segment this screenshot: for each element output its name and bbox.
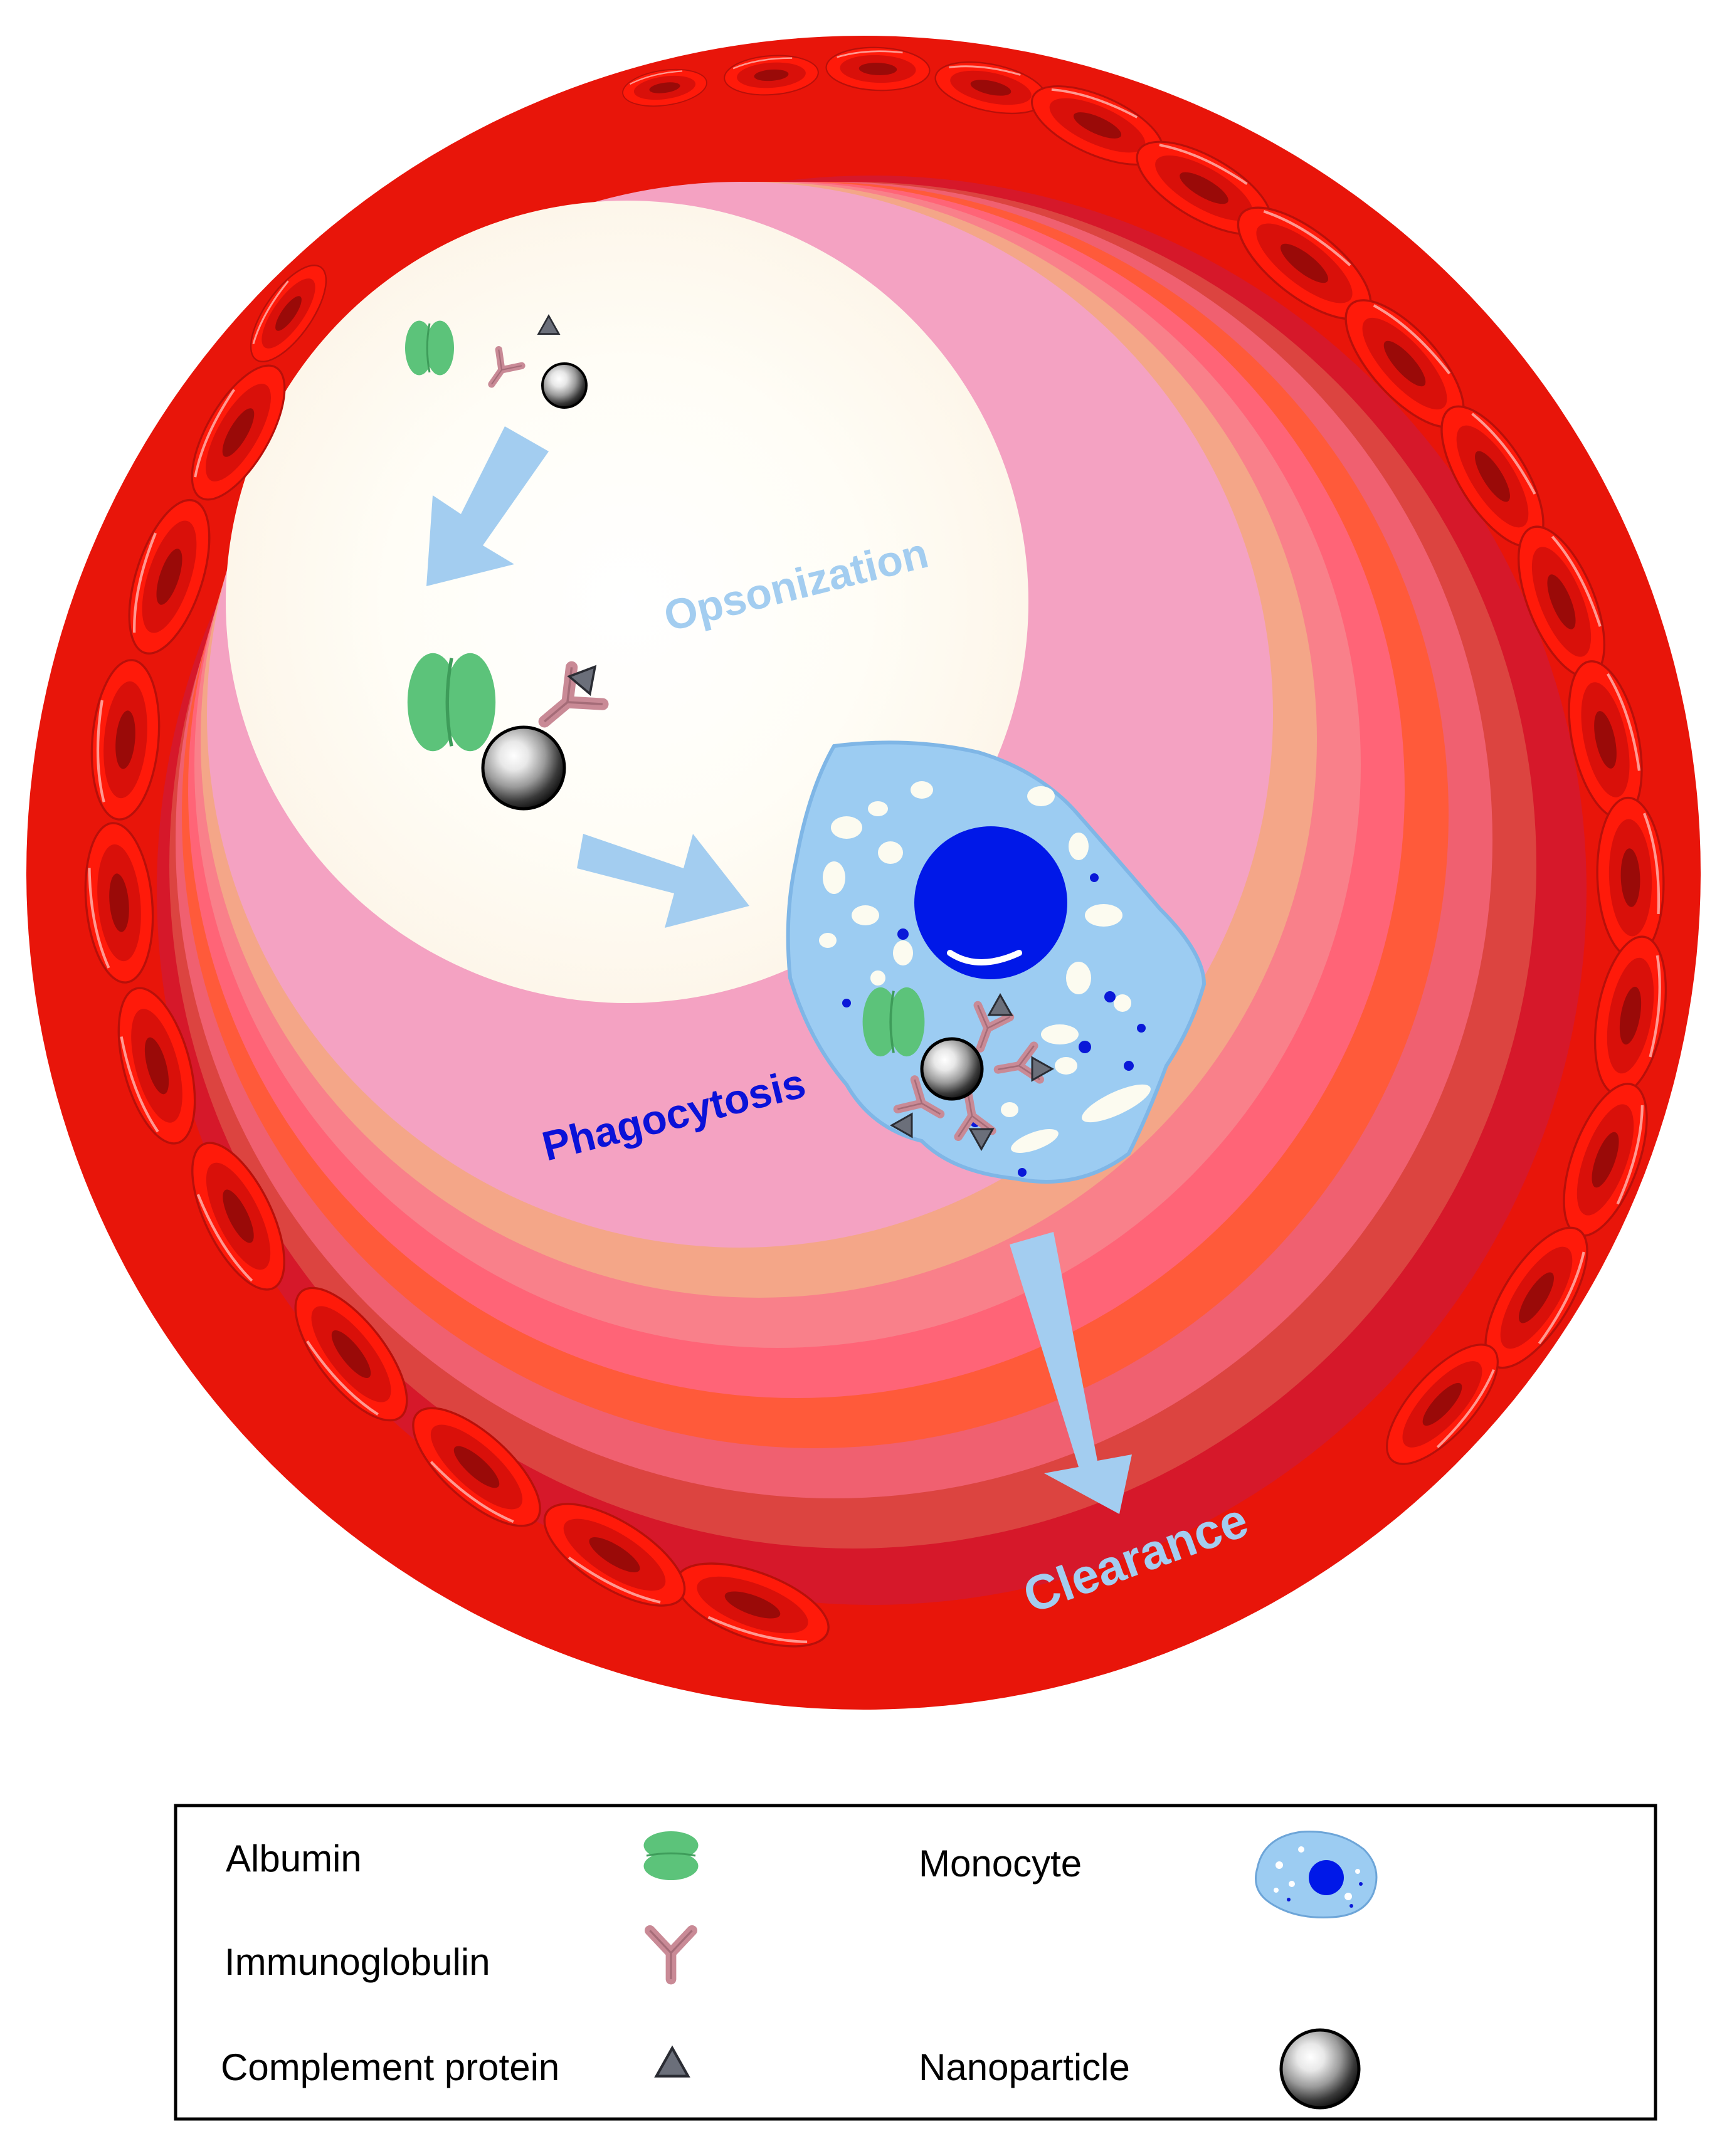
- nanoparticle-icon: [541, 362, 588, 409]
- albumin-icon: [408, 653, 495, 752]
- legend-label-immunoglobulin: Immunoglobulin: [224, 1941, 490, 1983]
- albumin-icon: [861, 986, 926, 1058]
- albumin-icon: [643, 1830, 699, 1881]
- albumin-icon: [404, 320, 455, 376]
- nanoparticle-icon: [1279, 2028, 1361, 2110]
- legend-box: [174, 1804, 1657, 2121]
- opsonized-complex: [408, 653, 606, 811]
- nanoparticle-icon: [920, 1037, 984, 1101]
- free-components: [404, 315, 588, 409]
- legend-label-nanoparticle: Nanoparticle: [919, 2046, 1130, 2088]
- legend: Albumin Immunoglobulin Complement protei…: [174, 1804, 1657, 2121]
- monocyte-icon: [786, 740, 1207, 1184]
- arrow-icon: [1010, 1232, 1132, 1514]
- nucleus: [914, 826, 1067, 979]
- nanoparticle-icon: [481, 725, 566, 811]
- monocyte-icon: [1255, 1831, 1378, 1918]
- arrow-icon: [426, 426, 549, 586]
- legend-label-monocyte: Monocyte: [919, 1843, 1082, 1885]
- legend-label-albumin: Albumin: [226, 1838, 362, 1880]
- legend-label-complement: Complement protein: [221, 2046, 559, 2088]
- arrow-icon: [577, 834, 749, 928]
